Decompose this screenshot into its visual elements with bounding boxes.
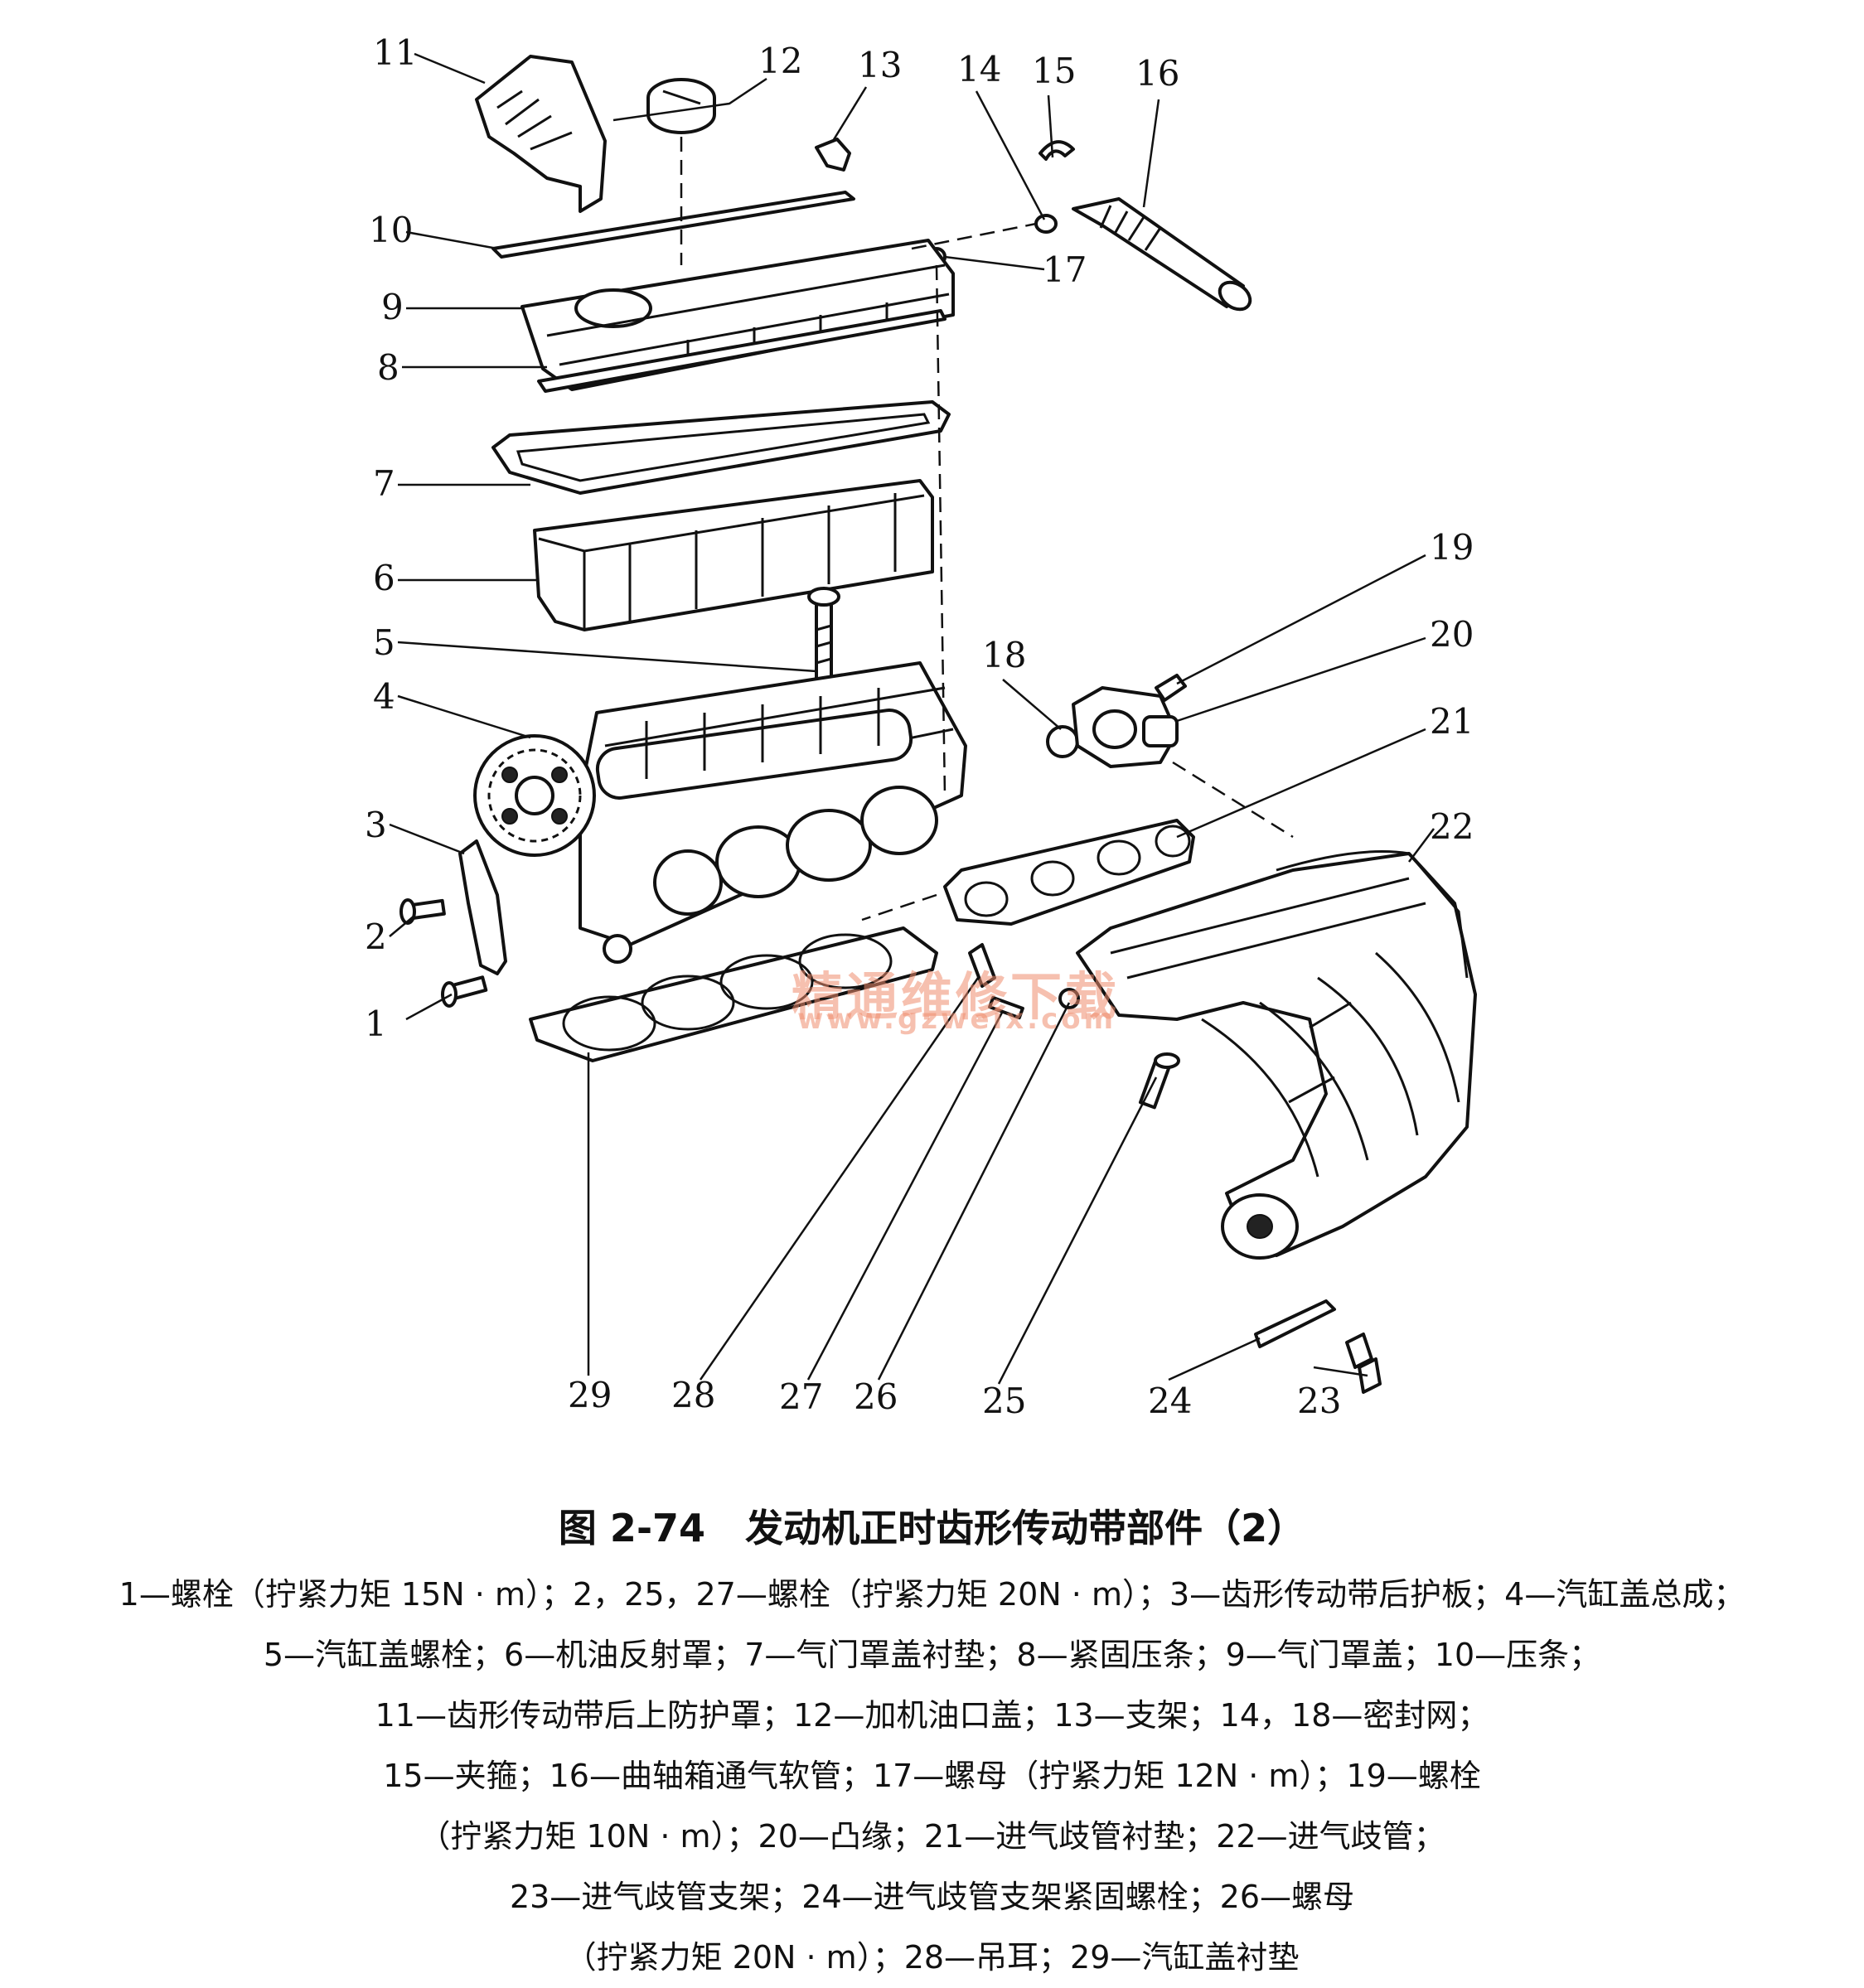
callout-24: 24 xyxy=(1148,1381,1192,1421)
bracket xyxy=(815,138,851,172)
seal-screen-18 xyxy=(1046,725,1079,758)
callout-12: 12 xyxy=(758,41,802,81)
callout-20: 20 xyxy=(1430,614,1474,655)
cylinder-head-gasket xyxy=(529,926,938,1062)
legend-line-4: 15—夹箍；16—曲轴箱通气软管；17—螺母（拧紧力矩 12N · m）；19—… xyxy=(383,1758,1481,1794)
oil-filler-cap xyxy=(646,78,716,134)
figure-title-text: 发动机正时齿形传动带部件（2） xyxy=(745,1506,1306,1550)
timing-belt-rear-guard xyxy=(458,839,507,975)
assembly-lines xyxy=(680,137,1294,921)
bolt-27 xyxy=(988,995,1024,1020)
callout-16: 16 xyxy=(1135,53,1179,94)
callout-17: 17 xyxy=(1043,249,1087,290)
callout-11: 11 xyxy=(373,32,417,73)
watermark-url: www.gzweix.com xyxy=(797,1003,1117,1036)
callout-28: 28 xyxy=(671,1375,715,1415)
valve-cover-gasket xyxy=(491,400,951,495)
oil-deflector xyxy=(533,479,934,631)
callout-9: 9 xyxy=(381,287,404,327)
callout-1: 1 xyxy=(365,1004,387,1044)
callout-14: 14 xyxy=(957,49,1001,89)
clamp xyxy=(1039,140,1075,161)
callout-8: 8 xyxy=(377,347,399,388)
callout-27: 27 xyxy=(779,1376,823,1417)
callout-15: 15 xyxy=(1032,51,1076,91)
figure-number: 图 2-74 xyxy=(558,1506,706,1550)
callout-13: 13 xyxy=(858,45,902,85)
watermark-text: 精通维修下载 xyxy=(792,966,1121,1027)
timing-belt-upper-cover xyxy=(475,55,607,213)
bolt-19 xyxy=(1155,674,1187,702)
exploded-engine-diagram: 1 2 3 4 5 6 7 8 9 10 11 12 13 14 15 16 1… xyxy=(365,32,1477,1421)
callout-19: 19 xyxy=(1430,527,1474,568)
intake-manifold xyxy=(1076,850,1477,1260)
callout-7: 7 xyxy=(373,463,395,504)
crankcase-vent-hose xyxy=(1072,197,1252,312)
figure-title: 图 2-74 发动机正时齿形传动带部件（2） xyxy=(0,1498,1864,1553)
callout-6: 6 xyxy=(373,558,395,598)
callout-5: 5 xyxy=(373,622,395,663)
cylinder-head-assembly xyxy=(579,661,967,964)
callout-21: 21 xyxy=(1430,701,1474,742)
legend-line-3: 11—齿形传动带后上防护罩；12—加机油口盖；13—支架；14，18—密封网； xyxy=(375,1697,1489,1734)
nut-26 xyxy=(1058,988,1080,1009)
camshaft-sprocket xyxy=(473,734,596,857)
manifold-bracket-bolt xyxy=(1254,1299,1336,1348)
callout-3: 3 xyxy=(365,805,387,845)
callout-22: 22 xyxy=(1430,806,1474,847)
manifold-bracket xyxy=(1345,1333,1382,1394)
fastening-strip xyxy=(537,309,947,393)
callout-23: 23 xyxy=(1297,1381,1341,1421)
leader-lines xyxy=(389,52,1435,1385)
bolt-25 xyxy=(1138,1052,1180,1110)
legend-line-6: 23—进气歧管支架；24—进气歧管支架紧固螺栓；26—螺母 xyxy=(509,1879,1355,1915)
callout-numbers: 1 2 3 4 5 6 7 8 9 10 11 12 13 14 15 16 1… xyxy=(365,32,1474,1421)
lifting-eye xyxy=(968,943,996,988)
valve-cover xyxy=(520,239,955,391)
callout-4: 4 xyxy=(373,676,395,717)
legend-line-1: 1—螺栓（拧紧力矩 15N · m）；2，25，27—螺栓（拧紧力矩 20N ·… xyxy=(119,1576,1745,1613)
legend-line-5: （拧紧力矩 10N · m）；20—凸缘；21—进气歧管衬垫；22—进气歧管； xyxy=(419,1818,1445,1855)
callout-25: 25 xyxy=(982,1381,1026,1421)
parts-legend: 1—螺栓（拧紧力矩 15N · m）；2，25，27—螺栓（拧紧力矩 20N ·… xyxy=(0,1565,1864,1988)
seal-screen-14 xyxy=(1034,214,1058,234)
callout-2: 2 xyxy=(365,917,387,957)
bolt-2 xyxy=(399,898,446,925)
intake-manifold-gasket xyxy=(943,819,1195,926)
callout-18: 18 xyxy=(982,635,1026,675)
callout-29: 29 xyxy=(568,1375,612,1415)
bolt-1 xyxy=(441,975,488,1008)
callout-26: 26 xyxy=(854,1376,898,1417)
callout-10: 10 xyxy=(369,210,413,250)
legend-line-7: （拧紧力矩 20N · m）；28—吊耳；29—汽缸盖衬垫 xyxy=(564,1939,1300,1976)
pressure-strip xyxy=(491,191,855,259)
flange xyxy=(1072,686,1179,768)
legend-line-2: 5—汽缸盖螺栓；6—机油反射罩；7—气门罩盖衬垫；8—紧固压条；9—气门罩盖；1… xyxy=(263,1637,1601,1673)
